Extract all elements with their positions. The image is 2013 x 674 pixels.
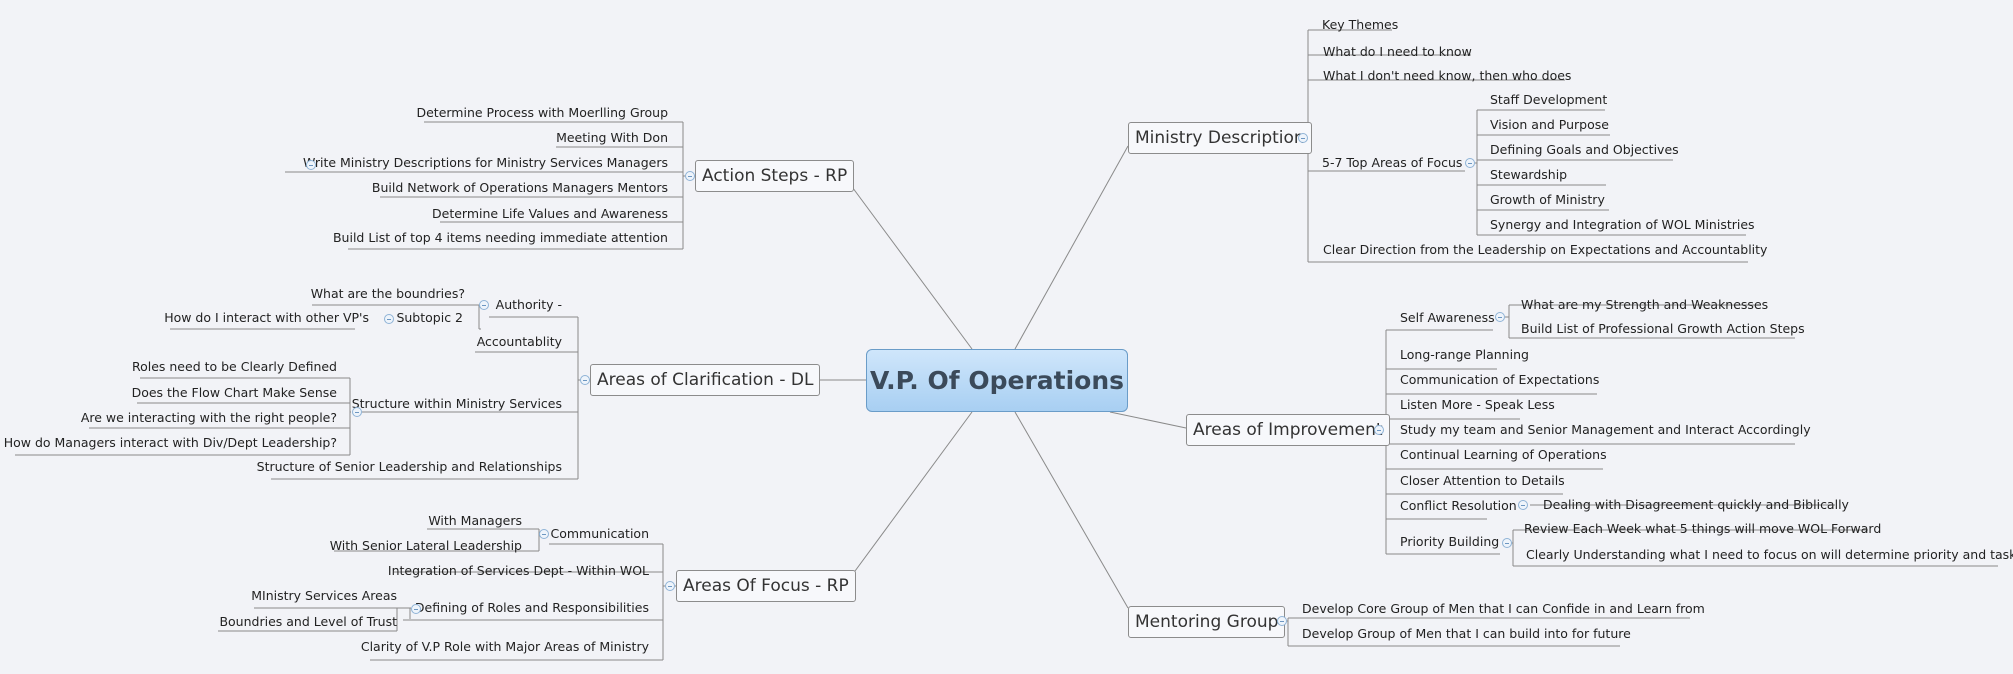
collapse-icon[interactable] [1465,158,1475,168]
collapse-icon[interactable] [352,407,362,417]
topic-group-of-men-future[interactable]: Develop Group of Men that I can build in… [1302,626,1631,641]
topic-subtopic-2[interactable]: Subtopic 2 [396,310,463,325]
topic-continual-learning[interactable]: Continual Learning of Operations [1400,447,1607,462]
topic-with-managers[interactable]: With Managers [428,513,522,528]
branch-ministry-description[interactable]: Ministry Description [1128,122,1312,154]
topic-defining-goals[interactable]: Defining Goals and Objectives [1490,142,1679,157]
collapse-icon[interactable] [411,604,421,614]
topic-what-are-the-boundries[interactable]: What are the boundries? [310,286,465,301]
topic-listen-more[interactable]: Listen More - Speak Less [1400,397,1555,412]
collapse-icon[interactable] [306,160,316,170]
topic-study-my-team[interactable]: Study my team and Senior Management and … [1400,422,1811,437]
collapse-icon[interactable] [384,314,394,324]
collapse-icon[interactable] [479,300,489,310]
topic-structure-within-ministry[interactable]: Structure within Ministry Services [351,396,562,411]
branch-areas-of-improvement[interactable]: Areas of Improvement [1186,414,1390,446]
topic-what-do-i-need-to-know[interactable]: What do I need to know [1323,44,1472,59]
collapse-icon[interactable] [1502,538,1512,548]
collapse-icon[interactable] [580,375,590,385]
topic-build-list-top-4[interactable]: Build List of top 4 items needing immedi… [332,230,668,245]
topic-integration-of-services[interactable]: Integration of Services Dept - Within WO… [387,563,649,578]
central-topic[interactable]: V.P. Of Operations [866,349,1128,412]
branch-areas-of-focus[interactable]: Areas Of Focus - RP [676,570,856,602]
topic-determine-life-values[interactable]: Determine Life Values and Awareness [432,206,668,221]
topic-key-themes[interactable]: Key Themes [1322,17,1399,32]
topic-determine-process[interactable]: Determine Process with Moerlling Group [416,105,668,120]
topic-top-areas-of-focus[interactable]: 5-7 Top Areas of Focus [1322,155,1463,170]
topic-clear-direction[interactable]: Clear Direction from the Leadership on E… [1323,242,1768,257]
collapse-icon[interactable] [685,171,695,181]
collapse-icon[interactable] [1374,425,1384,435]
topic-interact-with-other-vps[interactable]: How do I interact with other VP's [164,310,369,325]
topic-professional-growth[interactable]: Build List of Professional Growth Action… [1521,321,1805,336]
topic-flow-chart[interactable]: Does the Flow Chart Make Sense [131,385,337,400]
branch-areas-of-clarification[interactable]: Areas of Clarification - DL [590,364,821,396]
topic-ministry-services-areas[interactable]: MInistry Services Areas [251,588,397,603]
topic-self-awareness[interactable]: Self Awareness [1400,310,1495,325]
topic-communication[interactable]: Communication [550,526,649,541]
topic-priority-building[interactable]: Priority Building [1400,534,1500,549]
collapse-icon[interactable] [665,581,675,591]
topic-vision-and-purpose[interactable]: Vision and Purpose [1490,117,1609,132]
topic-authority[interactable]: Authority - [495,297,562,312]
topic-meeting-with-don[interactable]: Meeting With Don [556,130,668,145]
topic-boundries-level-of-trust[interactable]: Boundries and Level of Trust [219,614,397,629]
branch-action-steps[interactable]: Action Steps - RP [695,160,855,192]
topic-strength-and-weaknesses[interactable]: What are my Strength and Weaknesses [1521,297,1769,312]
topic-growth-of-ministry[interactable]: Growth of Ministry [1490,192,1605,207]
topic-synergy-and-integration[interactable]: Synergy and Integration of WOL Ministrie… [1490,217,1755,232]
topic-structure-senior-leadership[interactable]: Structure of Senior Leadership and Relat… [256,459,562,474]
topic-clearly-understanding[interactable]: Clearly Understanding what I need to foc… [1526,547,2013,562]
topic-build-network[interactable]: Build Network of Operations Managers Men… [371,180,668,195]
topic-roles-clearly-defined[interactable]: Roles need to be Clearly Defined [131,359,337,374]
topic-what-i-dont-need-know[interactable]: What I don't need know, then who does [1323,68,1572,83]
topic-stewardship[interactable]: Stewardship [1490,167,1568,182]
collapse-icon[interactable] [539,529,549,539]
topic-staff-development[interactable]: Staff Development [1490,92,1608,107]
topic-review-each-week[interactable]: Review Each Week what 5 things will move… [1524,521,1882,536]
topic-managers-interact[interactable]: How do Managers interact with Div/Dept L… [3,435,337,450]
topic-accountablity[interactable]: Accountablity [476,334,562,349]
collapse-icon[interactable] [1277,616,1287,626]
topic-conflict-resolution[interactable]: Conflict Resolution [1400,498,1517,513]
topic-communication-of-expectations[interactable]: Communication of Expectations [1400,372,1600,387]
topic-defining-roles[interactable]: Defining of Roles and Responsibilities [414,600,649,615]
topic-closer-attention[interactable]: Closer Attention to Details [1400,473,1565,488]
topic-core-group-of-men[interactable]: Develop Core Group of Men that I can Con… [1302,601,1705,616]
collapse-icon[interactable] [1518,500,1528,510]
branch-mentoring-group[interactable]: Mentoring Group [1128,606,1286,638]
collapse-icon[interactable] [1495,312,1505,322]
topic-write-ministry-descriptions[interactable]: Write Ministry Descriptions for Ministry… [303,155,668,170]
topic-senior-lateral-leadership[interactable]: With Senior Lateral Leadership [329,538,522,553]
topic-dealing-with-disagreement[interactable]: Dealing with Disagreement quickly and Bi… [1543,497,1849,512]
collapse-icon[interactable] [1298,133,1308,143]
topic-right-people[interactable]: Are we interacting with the right people… [80,410,337,425]
topic-long-range-planning[interactable]: Long-range Planning [1400,347,1529,362]
topic-clarity-of-vp-role[interactable]: Clarity of V.P Role with Major Areas of … [360,639,649,654]
